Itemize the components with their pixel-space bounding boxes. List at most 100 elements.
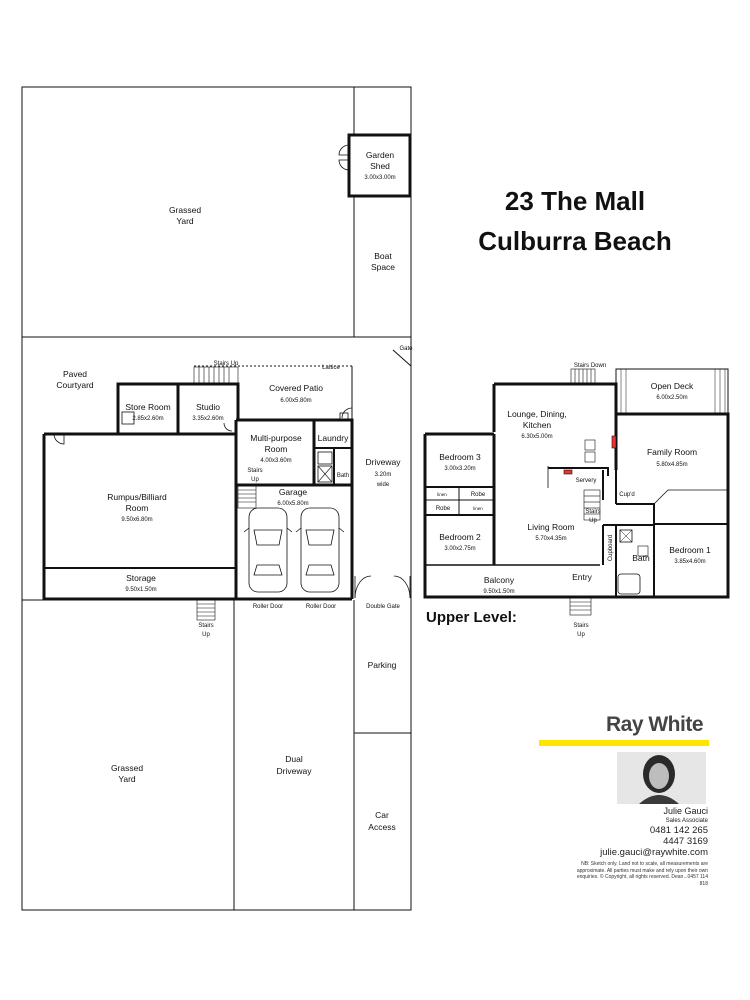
paved-courtyard-label: Courtyard <box>56 380 94 390</box>
stairs <box>583 489 601 521</box>
storage-size: 9.50x1.50m <box>125 587 156 593</box>
gate-label: Gate <box>399 346 413 352</box>
entry-label: Entry <box>572 572 593 582</box>
multi-purpose-label: Room <box>265 444 288 454</box>
living-room-label: Living Room <box>527 522 574 532</box>
driveway-label: wide <box>376 482 390 488</box>
agent-name: Julie Gauci <box>663 806 708 816</box>
bath-label: Bath <box>337 473 349 479</box>
garage-size: 6.00x5.80m <box>277 501 308 507</box>
store-room-label: Store Room <box>125 402 170 412</box>
open-deck-size: 6.00x2.50m <box>656 395 687 401</box>
family-room-label: Family Room <box>647 447 697 457</box>
family-room-size: 5.80x4.85m <box>656 462 687 468</box>
roller-door-label: Roller Door <box>306 604 336 610</box>
bedroom2-size: 3.00x2.75m <box>444 546 475 552</box>
agent-mobile: 0481 142 265 <box>649 825 708 836</box>
stairs-label: Up <box>589 518 597 524</box>
rumpus-label: Room <box>126 503 149 513</box>
multi-purpose-size: 4.00x3.60m <box>260 458 291 464</box>
wall <box>615 412 730 599</box>
agent-phone: 4447 3169 <box>663 836 708 847</box>
upper-level-heading: Upper Level: <box>426 609 517 626</box>
stairs <box>193 366 239 384</box>
shower <box>619 529 633 543</box>
stairs-down-label: Stairs Down <box>574 363 606 369</box>
stairs-up-label: Stairs Up <box>214 361 239 367</box>
studio-label: Studio <box>196 402 220 412</box>
linen-label: linen <box>473 506 483 511</box>
stairs <box>196 599 216 621</box>
grassed-yard-label: Grassed <box>169 205 201 215</box>
roller-door-label: Roller Door <box>253 604 283 610</box>
fixture <box>121 411 135 425</box>
stairs <box>569 597 592 616</box>
cupd-label: Cup'd <box>619 492 635 498</box>
stairs <box>570 368 596 385</box>
brand-bar <box>539 740 709 746</box>
fixture <box>584 451 596 463</box>
agent-email[interactable]: julie.gauci@raywhite.com <box>600 847 708 858</box>
wall <box>616 503 728 525</box>
storage-label: Storage <box>126 573 156 583</box>
bedroom2-label: Bedroom 2 <box>439 532 481 542</box>
fixture <box>637 545 649 557</box>
boat-space-label: Space <box>371 262 395 272</box>
agent-title: Sales Associate <box>665 818 708 824</box>
door-swing <box>53 433 65 445</box>
door-swing <box>341 407 353 419</box>
covered-patio-label: Covered Patio <box>269 383 323 393</box>
svg-text:Bedroom 13.85x4.60m: Bedroom 13.85x4.60m <box>669 545 711 565</box>
bathtub <box>617 573 641 595</box>
car-icon <box>243 507 293 593</box>
svg-text:Bedroom 23.00x2.75m: Bedroom 2 3.00x2.75m <box>439 532 481 552</box>
grassed-yard-label: Yard <box>176 216 194 226</box>
disclaimer: NB: Sketch only. Land not to scale, all … <box>576 861 708 887</box>
fixture <box>339 412 349 421</box>
door-swing <box>653 489 728 505</box>
gate-swing <box>393 575 411 599</box>
bath-label: Bath <box>632 553 650 563</box>
paved-courtyard-label: Paved <box>63 369 87 379</box>
svg-text:Bedroom 33.00x3.20m: Bedroom 33.00x3.20m <box>439 452 481 472</box>
studio-size: 3.35x2.60m <box>192 416 223 422</box>
lattice-label: Lattice <box>322 365 340 371</box>
stairs-label: Up <box>251 477 259 483</box>
bedroom3-label: Bedroom 3 <box>439 452 481 462</box>
wall <box>423 434 615 599</box>
car-access-label: Access <box>368 822 395 832</box>
balcony-size: 9.50x1.50m <box>483 589 514 595</box>
fixture <box>584 439 596 451</box>
double-gate-label: Double Gate <box>366 604 400 610</box>
kitchen-bench <box>548 467 609 476</box>
car-access-label: Car <box>375 810 389 820</box>
stairs <box>237 485 257 509</box>
servery-label: Servery <box>576 478 597 484</box>
garden-shed-wall <box>347 133 412 198</box>
lounge-label: Kitchen <box>523 420 552 430</box>
lounge-label: Lounge, Dining, <box>507 409 567 419</box>
stairs-label: Up <box>202 632 210 638</box>
agent-photo <box>617 752 706 804</box>
robe-label: Robe <box>471 492 486 498</box>
covered-patio-size: 6.00x5.80m <box>280 398 311 404</box>
grassed-yard-label: Grassed <box>111 763 143 773</box>
gate-swing <box>354 575 372 599</box>
linen-label: linen <box>437 492 447 497</box>
store-room-size: 2.85x2.60m <box>132 416 163 422</box>
